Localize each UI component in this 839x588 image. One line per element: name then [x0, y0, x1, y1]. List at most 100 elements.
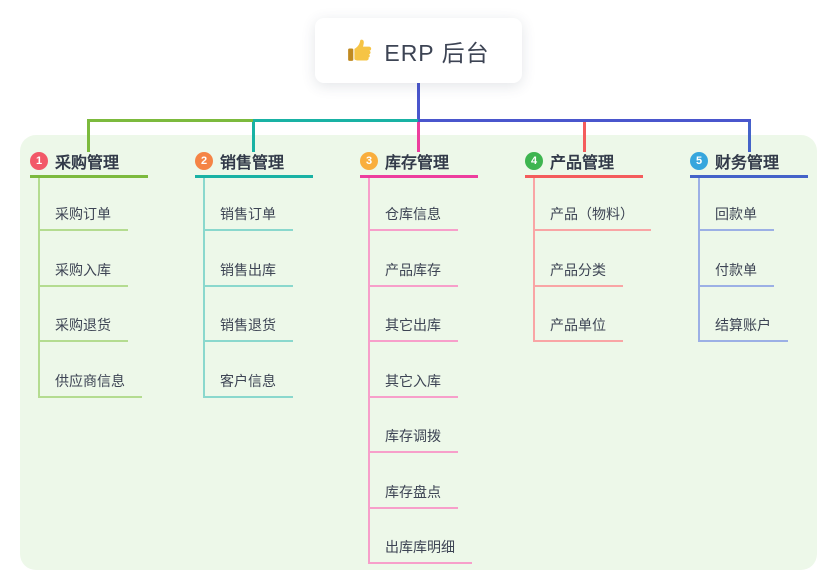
child-node-label: 销售退货	[220, 317, 276, 333]
child-underline	[698, 229, 774, 231]
child-node-label: 产品单位	[550, 317, 606, 333]
child-underline	[368, 562, 472, 564]
branch-tree-line	[533, 178, 535, 342]
root-node-label: ERP 后台	[384, 39, 490, 66]
child-underline	[203, 340, 293, 342]
branch-underline	[525, 175, 643, 178]
branch-underline	[690, 175, 808, 178]
child-node[interactable]: 采购退货	[55, 315, 111, 335]
bus-segment	[87, 119, 253, 122]
child-node[interactable]: 库存调拨	[385, 426, 441, 446]
child-node[interactable]: 付款单	[715, 260, 757, 280]
branch-label: 库存管理	[385, 155, 450, 172]
branch-drop-line	[87, 122, 90, 152]
child-node[interactable]: 出库库明细	[385, 537, 455, 557]
branch-tree-line	[368, 178, 370, 564]
child-underline	[533, 285, 623, 287]
child-node[interactable]: 客户信息	[220, 371, 276, 391]
child-node[interactable]: 产品库存	[385, 260, 441, 280]
child-node[interactable]: 回款单	[715, 204, 757, 224]
child-node[interactable]: 库存盘点	[385, 482, 441, 502]
child-node-label: 采购入库	[55, 262, 111, 278]
child-node[interactable]: 仓库信息	[385, 204, 441, 224]
child-underline	[368, 340, 458, 342]
branch-drop-line	[748, 122, 751, 152]
branch-label: 采购管理	[55, 155, 120, 172]
child-node[interactable]: 其它入库	[385, 371, 441, 391]
child-node-label: 产品分类	[550, 262, 606, 278]
branch-underline	[360, 175, 478, 178]
root-connector-line	[417, 83, 420, 120]
branch-node-5[interactable]: 5 财务管理	[690, 150, 808, 172]
child-node[interactable]: 采购入库	[55, 260, 111, 280]
branch-drop-line	[252, 122, 255, 152]
child-node-label: 结算账户	[715, 317, 771, 333]
child-underline	[698, 340, 788, 342]
branch-number-badge: 5	[690, 152, 708, 170]
child-node[interactable]: 采购订单	[55, 204, 111, 224]
child-node-label: 付款单	[715, 262, 757, 278]
child-underline	[38, 340, 128, 342]
branch-tree-line	[203, 178, 205, 398]
child-node[interactable]: 销售退货	[220, 315, 276, 335]
branch-underline	[30, 175, 148, 178]
child-underline	[368, 229, 458, 231]
child-node-label: 库存盘点	[385, 484, 441, 500]
branch-drop-line	[417, 122, 420, 152]
root-node[interactable]: ERP 后台	[315, 18, 522, 83]
child-node-label: 其它出库	[385, 317, 441, 333]
branch-tree-line	[698, 178, 700, 342]
branch-drop-line	[583, 122, 586, 152]
child-underline	[203, 229, 293, 231]
bus-segment	[418, 119, 751, 122]
child-node-label: 其它入库	[385, 373, 441, 389]
branch-number-badge: 2	[195, 152, 213, 170]
bus-segment	[253, 119, 418, 122]
branch-node-1[interactable]: 1 采购管理	[30, 150, 148, 172]
branch-underline	[195, 175, 313, 178]
child-underline	[38, 229, 128, 231]
branch-number-badge: 4	[525, 152, 543, 170]
child-underline	[533, 340, 623, 342]
child-node-label: 库存调拨	[385, 428, 441, 444]
child-node-label: 销售出库	[220, 262, 276, 278]
branch-node-3[interactable]: 3 库存管理	[360, 150, 478, 172]
child-node-label: 产品库存	[385, 262, 441, 278]
branch-node-4[interactable]: 4 产品管理	[525, 150, 643, 172]
child-underline	[368, 507, 458, 509]
child-node-label: 供应商信息	[55, 373, 125, 389]
child-underline	[368, 285, 458, 287]
child-node[interactable]: 销售出库	[220, 260, 276, 280]
child-node-label: 出库库明细	[385, 539, 455, 555]
child-underline	[698, 285, 774, 287]
child-underline	[38, 285, 128, 287]
branch-number-badge: 1	[30, 152, 48, 170]
child-node-label: 采购订单	[55, 206, 111, 222]
child-node[interactable]: 销售订单	[220, 204, 276, 224]
branch-node-2[interactable]: 2 销售管理	[195, 150, 313, 172]
child-node-label: 采购退货	[55, 317, 111, 333]
child-underline	[368, 396, 458, 398]
child-underline	[38, 396, 142, 398]
thumbs-up-icon	[347, 37, 374, 64]
child-node[interactable]: 产品（物料）	[550, 204, 634, 224]
branch-label: 销售管理	[220, 155, 285, 172]
branches-panel	[20, 135, 817, 570]
branch-label: 财务管理	[715, 155, 780, 172]
child-node-label: 客户信息	[220, 373, 276, 389]
child-node-label: 仓库信息	[385, 206, 441, 222]
child-node-label: 产品（物料）	[550, 206, 634, 222]
child-node[interactable]: 其它出库	[385, 315, 441, 335]
child-node-label: 销售订单	[220, 206, 276, 222]
child-node[interactable]: 产品分类	[550, 260, 606, 280]
child-underline	[368, 451, 458, 453]
child-node[interactable]: 供应商信息	[55, 371, 125, 391]
child-node[interactable]: 结算账户	[715, 315, 771, 335]
branch-label: 产品管理	[550, 155, 615, 172]
branch-number-badge: 3	[360, 152, 378, 170]
child-underline	[203, 396, 293, 398]
child-node-label: 回款单	[715, 206, 757, 222]
child-underline	[203, 285, 293, 287]
child-node[interactable]: 产品单位	[550, 315, 606, 335]
